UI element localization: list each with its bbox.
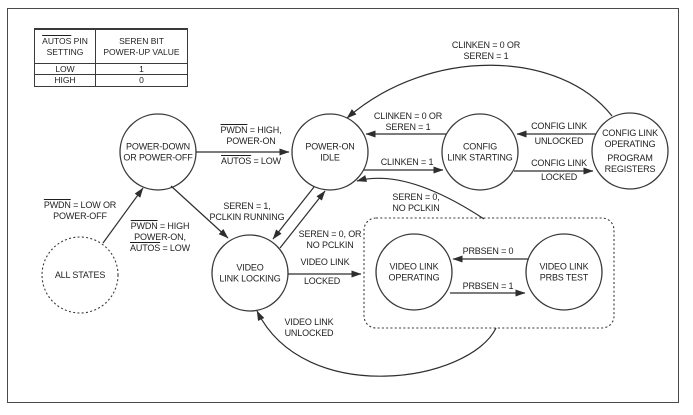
circle-video-link-operating bbox=[375, 233, 453, 311]
label-video-link-locked-top: VIDEO LINK bbox=[300, 257, 350, 267]
curve-voperating-to-idle bbox=[356, 175, 485, 220]
table-header-autos: AUTOS PIN SETTING bbox=[35, 29, 95, 63]
label-powerdown-to-locking: PWDN = HIGH POWER-ON, AUTOS = LOW bbox=[130, 221, 190, 253]
circle-all-states bbox=[41, 236, 119, 314]
circle-video-link-prbs-test bbox=[525, 233, 603, 311]
label-locking-to-idle: SEREN = 0, OR NO PCLKIN bbox=[298, 229, 362, 250]
label-starting-to-idle: CLINKEN = 0 OR SEREN = 1 bbox=[373, 111, 443, 132]
label-video-link-unlocked: VIDEO LINK UNLOCKED bbox=[284, 317, 334, 338]
label-voperating-to-idle: SEREN = 0, NO PCLKIN bbox=[392, 192, 440, 213]
label-allstates-to-powerdown: PWDN = LOW OR POWER-OFF bbox=[43, 200, 117, 221]
label-prbsen-1: PRBSEN = 1 bbox=[462, 281, 514, 291]
arrow-powerdown-to-locking bbox=[170, 185, 229, 239]
label-operating-to-idle-top: CLINKEN = 0 OR SEREN = 1 bbox=[451, 40, 521, 61]
label-operating-to-starting-top: CONFIG LINK bbox=[531, 121, 587, 131]
label-powerdown-to-idle-autos: AUTOS = LOW bbox=[221, 156, 281, 166]
table-cell: LOW bbox=[35, 63, 95, 74]
label-video-link-locked-bottom: LOCKED bbox=[303, 276, 341, 286]
label-prbsen-0: PRBSEN = 0 bbox=[462, 246, 514, 256]
table-cell: 1 bbox=[95, 63, 187, 74]
circle-power-on-idle bbox=[291, 113, 369, 191]
circle-video-link-locking bbox=[211, 234, 289, 312]
label-idle-to-locking: SEREN = 1, PCLKIN RUNNING bbox=[209, 201, 285, 222]
curve-video-link-unlocked bbox=[256, 310, 497, 377]
label-idle-to-starting: CLINKEN = 1 bbox=[380, 157, 434, 167]
curve-operating-to-idle bbox=[346, 64, 613, 119]
diagram-border bbox=[7, 8, 679, 403]
arrow-locking-to-idle bbox=[279, 190, 326, 249]
label-starting-to-operating-bottom: LOCKED bbox=[540, 172, 578, 182]
table-header-seren: SEREN BIT POWER-UP VALUE bbox=[95, 29, 187, 63]
label-starting-to-operating-top: CONFIG LINK bbox=[531, 158, 587, 168]
autos-seren-table: AUTOS PIN SETTING SEREN BIT POWER-UP VAL… bbox=[34, 28, 188, 87]
label-operating-to-starting-bottom: UNLOCKED bbox=[534, 136, 584, 146]
circle-config-link-starting bbox=[441, 113, 519, 191]
arrow-allstates-to-powerdown bbox=[102, 187, 144, 244]
state-all-states: ALL STATES bbox=[54, 269, 106, 280]
prbs-group-dashed-box bbox=[363, 217, 615, 329]
circle-config-link-operating bbox=[591, 112, 669, 190]
label-powerdown-to-idle-condition: PWDN = HIGH, POWER-ON bbox=[220, 125, 282, 146]
table-cell: 0 bbox=[95, 74, 187, 86]
table-cell: HIGH bbox=[35, 74, 95, 86]
arrow-idle-to-locking bbox=[272, 186, 315, 240]
